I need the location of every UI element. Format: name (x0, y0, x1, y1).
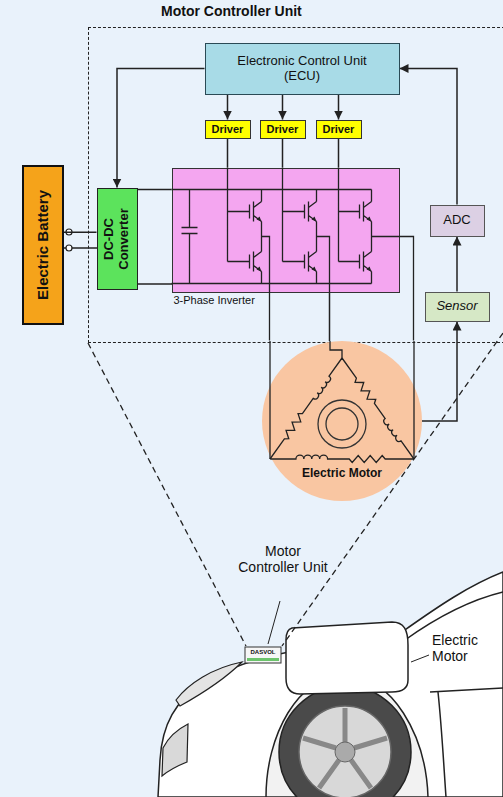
zoom-line (88, 333, 503, 646)
connector (338, 139, 340, 168)
car-grille (162, 724, 188, 776)
node-text: Sensor (436, 299, 477, 314)
connector (329, 293, 331, 342)
driver-box: Driver (316, 120, 362, 139)
connector (282, 95, 284, 120)
module-marking: DASVOL (245, 648, 281, 657)
connector (282, 139, 284, 168)
motor-housing (286, 622, 408, 694)
motor-housing (286, 622, 408, 694)
driver-box: Driver (205, 120, 251, 139)
wheel (335, 742, 355, 762)
controller-module (245, 647, 281, 663)
inverter-box-drawing (173, 169, 399, 292)
connector (456, 237, 458, 292)
controller-module (247, 658, 279, 661)
connector (227, 139, 229, 168)
connector (227, 95, 229, 120)
ecu-box: Electronic Control Unit (ECU) (205, 43, 400, 95)
controller-module (245, 647, 281, 663)
connector (338, 95, 340, 120)
node-text: ADC (443, 213, 470, 228)
part-label: Electric Motor (432, 632, 500, 664)
stator-winding (270, 358, 414, 463)
inverter-circuit (171, 167, 371, 283)
connector (138, 189, 172, 191)
car-body (158, 572, 503, 797)
leader-line (268, 601, 280, 644)
leader-line (411, 655, 429, 662)
node-text: Electric Motor (262, 467, 422, 481)
phase-wire (261, 236, 413, 340)
adc-box: ADC (430, 205, 485, 237)
car-grille (162, 724, 188, 776)
rotor (326, 408, 358, 440)
connector (422, 322, 457, 422)
wheel (279, 686, 411, 797)
part-label: Motor Controller Unit (238, 543, 328, 575)
wheel (303, 708, 387, 788)
node-text: 3-Phase Inverter (174, 294, 255, 307)
wheel (279, 686, 411, 797)
rotor (318, 400, 366, 448)
car-headlight (176, 662, 242, 706)
car-body (430, 688, 503, 692)
battery-terminal (66, 245, 72, 251)
phase-wire (270, 341, 414, 459)
igbt-arrow (256, 216, 371, 271)
node-text: Electric Battery (34, 170, 51, 320)
node-text: Driver (323, 123, 355, 136)
controller-housing: Motor Controller UnitElectronic Control … (88, 27, 503, 343)
car-body (158, 572, 503, 797)
motor-circle: Electric Motor (262, 341, 422, 501)
connector (400, 69, 458, 205)
node-text: Driver (267, 123, 299, 136)
car-headlight (176, 662, 242, 706)
connector (64, 231, 97, 233)
sensor-box: Sensor (425, 292, 490, 322)
battery-terminal-wire (138, 283, 172, 285)
node-text: Motor Controller Unit (161, 3, 302, 19)
node-text: Electronic Control Unit (ECU) (237, 54, 367, 84)
converter-box: DC-DC Converter (97, 188, 138, 290)
node-text: DC-DC Converter (102, 191, 132, 287)
wheel (299, 706, 391, 797)
battery-box: Electric Battery (22, 165, 64, 325)
motor-circle-drawing (270, 341, 414, 463)
node-text: Driver (212, 123, 244, 136)
inverter-box: 3-Phase Inverter (172, 168, 400, 293)
zoom-line (88, 343, 246, 646)
driver-box: Driver (260, 120, 306, 139)
car-body (438, 692, 446, 797)
inverter-box-drawing (171, 167, 413, 340)
